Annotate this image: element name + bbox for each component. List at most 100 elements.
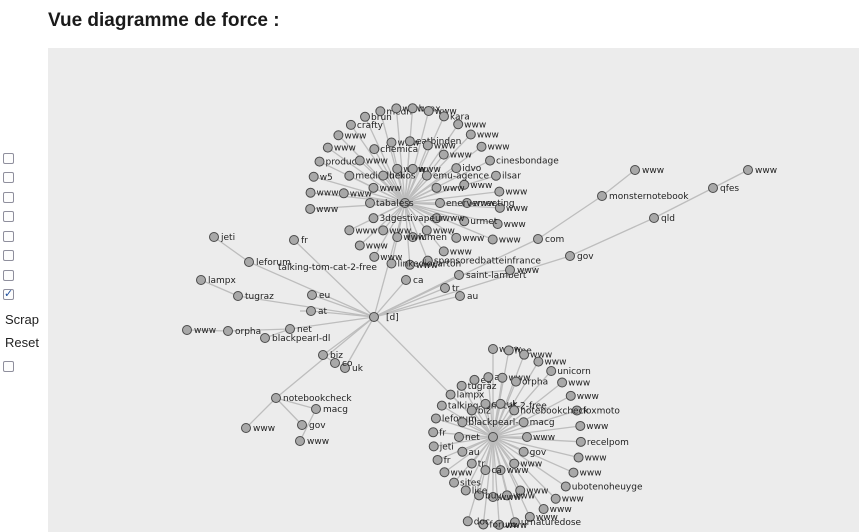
graph-node[interactable] [423, 105, 434, 116]
graph-node[interactable] [454, 270, 464, 280]
graph-node[interactable] [488, 344, 498, 354]
graph-node[interactable] [428, 441, 439, 452]
graph-node[interactable] [457, 417, 468, 428]
graph-node[interactable] [502, 490, 513, 501]
graph-node[interactable] [546, 365, 557, 376]
graph-node[interactable] [407, 232, 418, 243]
graph-node[interactable] [344, 225, 355, 236]
graph-node[interactable] [404, 136, 415, 147]
graph-node[interactable] [533, 234, 543, 244]
scrap-button[interactable]: Scrap [5, 312, 39, 327]
graph-node[interactable] [369, 251, 380, 262]
graph-node[interactable] [436, 400, 447, 411]
graph-node[interactable] [455, 291, 465, 301]
graph-node[interactable] [476, 141, 487, 152]
graph-node[interactable] [538, 503, 549, 514]
graph-node[interactable] [404, 259, 415, 270]
graph-node[interactable] [421, 225, 432, 236]
graph-node[interactable] [333, 130, 344, 141]
graph-node[interactable] [244, 257, 254, 267]
graph-node[interactable] [297, 420, 307, 430]
graph-node[interactable] [743, 165, 753, 175]
graph-node[interactable] [305, 187, 316, 198]
graph-node[interactable] [575, 420, 586, 431]
graph-node[interactable] [422, 255, 433, 266]
graph-node[interactable] [209, 232, 219, 242]
graph-node[interactable] [223, 326, 233, 336]
graph-node[interactable] [550, 493, 561, 504]
graph-node[interactable] [515, 485, 526, 496]
graph-node[interactable] [557, 377, 568, 388]
graph-node[interactable] [378, 225, 389, 236]
graph-node[interactable] [462, 516, 473, 527]
graph-node[interactable] [459, 216, 470, 227]
graph-node[interactable] [522, 432, 532, 442]
graph-node[interactable] [438, 111, 449, 122]
graph-node[interactable] [510, 376, 521, 387]
graph-node[interactable] [431, 182, 442, 193]
graph-node[interactable] [196, 275, 206, 285]
graph-node[interactable] [708, 183, 718, 193]
graph-node[interactable] [422, 140, 433, 151]
graph-node[interactable] [495, 465, 506, 476]
graph-node[interactable] [369, 144, 380, 155]
graph-node[interactable] [289, 235, 299, 245]
graph-node[interactable] [435, 198, 445, 208]
graph-node[interactable] [369, 312, 379, 322]
graph-node[interactable] [233, 291, 243, 301]
graph-node[interactable] [354, 240, 365, 251]
graph-node[interactable] [568, 467, 579, 478]
graph-node[interactable] [307, 290, 317, 300]
graph-node[interactable] [330, 358, 340, 368]
graph-node[interactable] [368, 213, 379, 224]
graph-node[interactable] [241, 423, 251, 433]
filter-checkbox[interactable] [3, 172, 14, 183]
filter-checkbox[interactable] [3, 211, 14, 222]
graph-node[interactable] [308, 171, 319, 182]
filter-checkbox[interactable] [3, 192, 14, 203]
graph-node[interactable] [368, 182, 379, 193]
graph-node[interactable] [391, 103, 402, 114]
graph-node[interactable] [454, 432, 464, 442]
graph-node[interactable] [314, 156, 325, 167]
graph-node[interactable] [524, 511, 535, 522]
graph-node[interactable] [392, 232, 403, 243]
graph-node[interactable] [571, 405, 582, 416]
graph-node[interactable] [340, 363, 350, 373]
graph-node[interactable] [565, 390, 576, 401]
graph-node[interactable] [440, 283, 450, 293]
graph-node[interactable] [494, 186, 505, 197]
graph-node[interactable] [505, 265, 515, 275]
graph-node[interactable] [495, 398, 506, 409]
graph-node[interactable] [456, 380, 467, 391]
filter-checkbox[interactable] [3, 270, 14, 281]
graph-node[interactable] [509, 458, 520, 469]
graph-node[interactable] [494, 519, 505, 530]
graph-node[interactable] [509, 405, 520, 416]
graph-node[interactable] [439, 467, 450, 478]
graph-node[interactable] [285, 324, 295, 334]
graph-node[interactable] [401, 275, 411, 285]
graph-node[interactable] [565, 251, 575, 261]
graph-node[interactable] [428, 427, 439, 438]
graph-node[interactable] [306, 306, 316, 316]
graph-node[interactable] [492, 218, 503, 229]
graph-node[interactable] [407, 103, 418, 114]
graph-node[interactable] [519, 349, 530, 360]
graph-node[interactable] [457, 446, 468, 457]
graph-node[interactable] [451, 232, 462, 243]
graph-node[interactable] [431, 213, 442, 224]
graph-node[interactable] [432, 454, 443, 465]
graph-node[interactable] [260, 333, 270, 343]
graph-node[interactable] [518, 446, 529, 457]
graph-node[interactable] [533, 356, 544, 367]
graph-node[interactable] [469, 374, 480, 385]
graph-node[interactable] [453, 119, 464, 130]
graph-node[interactable] [295, 436, 305, 446]
graph-node[interactable] [322, 142, 333, 153]
graph-node[interactable] [182, 325, 192, 335]
graph-node[interactable] [649, 213, 659, 223]
graph-node[interactable] [485, 155, 496, 166]
graph-node[interactable] [483, 372, 494, 383]
